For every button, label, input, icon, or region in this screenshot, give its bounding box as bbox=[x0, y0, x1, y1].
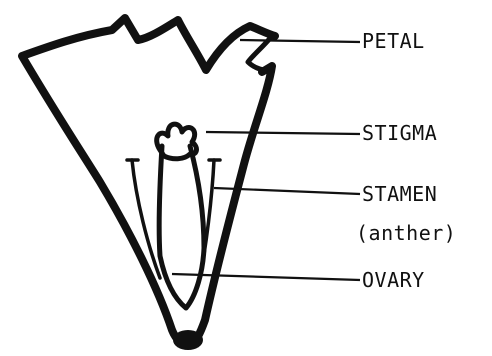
stamen-label: STAMEN bbox=[362, 182, 437, 206]
labels: PETAL STIGMA STAMEN (anther) OVARY bbox=[356, 29, 456, 292]
stigma-shape bbox=[157, 124, 197, 159]
flower-base bbox=[173, 330, 203, 350]
anther-label: (anther) bbox=[356, 221, 456, 245]
ovary-label: OVARY bbox=[362, 268, 425, 292]
stigma-label: STIGMA bbox=[362, 121, 437, 145]
petal-label: PETAL bbox=[362, 29, 425, 53]
inner-structures bbox=[127, 124, 220, 308]
flower-outline bbox=[22, 18, 275, 350]
stigma-leader bbox=[206, 132, 360, 134]
ovary-shape bbox=[159, 146, 204, 308]
petal-leader bbox=[240, 40, 360, 42]
petal-outline bbox=[22, 18, 275, 345]
